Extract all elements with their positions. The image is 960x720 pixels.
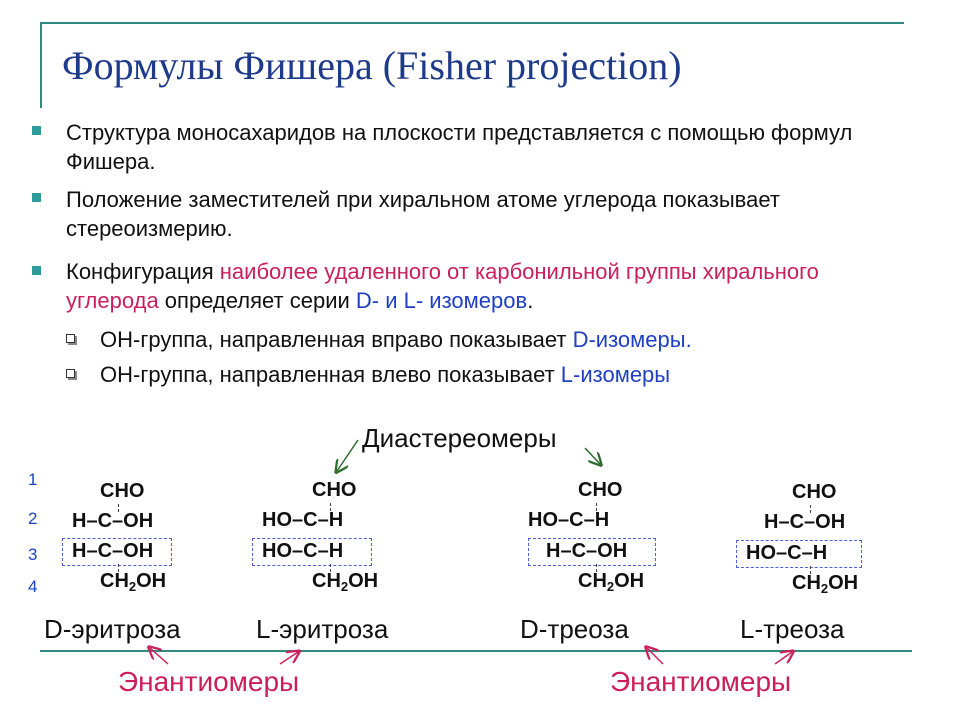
bullet-3-highlight-blue: D- и L- изомеров [355, 288, 528, 313]
row-number: 3 [28, 545, 38, 564]
bullet-1-text: Структура моносахаридов на плоскости пре… [66, 120, 853, 174]
sub-bullet-1-text: ОН-группа, направленная вправо показывае… [100, 325, 692, 354]
arrow-diastereomers-left [337, 439, 359, 471]
formula-top-cho: CHO [578, 479, 623, 501]
formula-top-cho: CHO [792, 481, 837, 503]
formula-bottom-ch2oh: CH2OH [100, 570, 167, 594]
bullet-3-part1: Конфигурация [66, 259, 220, 284]
row-number: 2 [28, 509, 38, 528]
formula-top-cho: CHO [100, 480, 145, 502]
row-number: 1 [28, 470, 38, 489]
name-d-threose: D-треоза [520, 614, 629, 644]
row-number: 4 [28, 577, 38, 596]
formula-row-1: H–C–OH [764, 511, 846, 533]
bullet-marker [32, 266, 41, 275]
bullet-marker [32, 193, 41, 202]
formula-row-1: HO–C–H [262, 509, 344, 531]
arrow-enantiomers-right-1 [647, 648, 664, 665]
formula-row-2: H–C–OH [546, 540, 628, 562]
highlight-box [62, 538, 172, 566]
bond-tick [810, 566, 812, 574]
sub-bullet-1-blue: D-изомеры. [572, 327, 692, 352]
name-l-erythrose: L-эритроза [256, 614, 389, 644]
highlight-box [736, 540, 862, 568]
bond-tick [596, 503, 598, 511]
formula-bottom-ch2oh: CH2OH [312, 570, 379, 594]
name-l-threose: L-треоза [740, 614, 845, 644]
bond-tick [810, 505, 812, 513]
bullet-2-text: Положение заместителей при хиральном ато… [66, 187, 780, 241]
formula-row-2: HO–C–H [746, 542, 828, 564]
formula-bottom-ch2oh: CH2OH [578, 570, 645, 594]
bullet-3-end: . [527, 288, 534, 313]
bullet-3-text: Конфигурация наиболее удаленного от карб… [66, 257, 916, 315]
bond-tick [118, 504, 120, 512]
diastereomers-label: Диастереомеры [362, 423, 557, 453]
bullet-marker [32, 126, 41, 135]
enantiomers-label-left: Энантиомеры [118, 666, 300, 697]
formula-row-1: HO–C–H [528, 509, 610, 531]
arrow-enantiomers-right-2 [774, 652, 792, 665]
slide-title: Формулы Фишера (Fisher projection) [62, 43, 682, 88]
bond-tick [330, 564, 332, 572]
formula-bottom-ch2oh: CH2OH [792, 572, 859, 596]
sub-bullet-1-plain: ОН-группа, направленная вправо показывае… [100, 327, 573, 352]
bullet-3-part2: определяет серии [158, 288, 356, 313]
bond-tick [330, 503, 332, 511]
name-d-erythrose: D-эритроза [44, 614, 181, 644]
bullet-3-highlight-red: наиболее удаленного от карбонильной груп… [66, 259, 819, 313]
arrow-enantiomers-left-2 [279, 652, 298, 665]
sub-bullet-marker [66, 334, 75, 343]
formula-row-1: H–C–OH [72, 510, 154, 532]
top-rule [40, 22, 904, 24]
formula-row-2: HO–C–H [262, 540, 344, 562]
bond-tick [118, 564, 120, 572]
bottom-rule [40, 650, 912, 652]
highlight-box [528, 538, 656, 566]
arrow-diastereomers-right [584, 447, 600, 464]
sub-bullet-2-blue: L-изомеры [560, 362, 671, 387]
sub-bullet-2-plain: ОН-группа, направленная влево показывает [100, 362, 561, 387]
sub-bullet-marker [66, 369, 75, 378]
formula-top-cho: CHO [312, 479, 357, 501]
bond-tick [596, 564, 598, 572]
left-rule [40, 22, 42, 108]
arrow-enantiomers-left-1 [150, 648, 169, 665]
highlight-box [252, 538, 372, 566]
sub-bullet-2-text: ОН-группа, направленная влево показывает… [100, 360, 670, 389]
formula-row-2: H–C–OH [72, 540, 154, 562]
enantiomers-label-right: Энантиомеры [610, 666, 792, 697]
